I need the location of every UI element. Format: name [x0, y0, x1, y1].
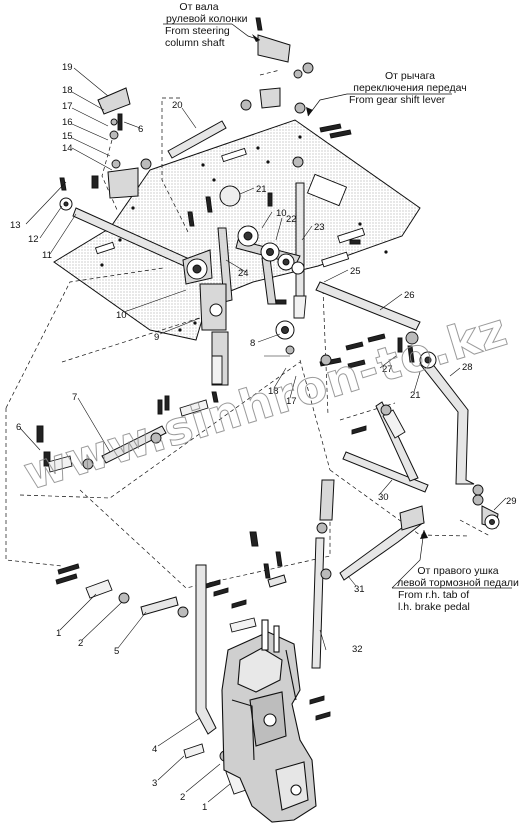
- callout-32: 32: [352, 644, 363, 655]
- steering-label-en-1: From steering: [165, 25, 230, 37]
- callout-29: 29: [506, 496, 517, 507]
- plate-slots: [94, 147, 366, 268]
- callout-13: 13: [10, 220, 21, 231]
- callout-31: 31: [354, 584, 365, 595]
- callout-2b: 2: [180, 792, 185, 803]
- gearshift-label: От рычага переключения передач: [348, 70, 472, 94]
- callout-21b: 21: [410, 390, 421, 401]
- callout-21a: 21: [256, 184, 267, 195]
- callout-20: 20: [172, 100, 183, 111]
- brake-label-ru-1: От правого ушка: [417, 565, 499, 577]
- callout-16: 16: [62, 117, 73, 128]
- callout-12: 12: [28, 234, 39, 245]
- callout-7: 7: [72, 392, 77, 403]
- callout-4: 4: [152, 744, 157, 755]
- callout-8: 8: [250, 338, 255, 349]
- gearshift-label-en: From gear shift lever: [349, 94, 446, 107]
- callout-26: 26: [404, 290, 415, 301]
- callout-leaders: [19, 67, 507, 803]
- gearbox-housing: [221, 619, 317, 823]
- callout-27: 27: [382, 364, 393, 375]
- dashed-guides: [5, 69, 491, 589]
- callout-1a: 1: [56, 628, 61, 639]
- callout-18b: 18: [268, 386, 279, 397]
- callout-30: 30: [378, 492, 389, 503]
- brake-label-ru-2: левой тормозной педали: [397, 576, 519, 589]
- callout-9: 9: [154, 332, 159, 343]
- callout-15: 15: [62, 131, 73, 142]
- gearshift-label-ru-1: От рычага: [384, 70, 436, 82]
- arrowheads: [252, 34, 428, 539]
- plate-holes: [100, 135, 388, 332]
- brake-label-en-2: l.h. brake pedal: [398, 600, 470, 613]
- callout-14: 14: [62, 143, 73, 154]
- callout-17b: 17: [286, 396, 297, 407]
- callout-6a: 6: [138, 124, 143, 135]
- callout-22: 22: [286, 214, 297, 225]
- callout-6b: 6: [16, 422, 21, 433]
- callout-18a: 18: [62, 85, 73, 96]
- callout-1b: 1: [202, 802, 207, 813]
- steering-label-en-2: column shaft: [165, 36, 225, 49]
- callout-24: 24: [238, 268, 249, 279]
- callout-5: 5: [114, 646, 119, 657]
- callout-numbers: 19 18 17 16 15 14 6 20 13 12 11 21 10 22…: [10, 62, 517, 813]
- steering-label-ru-2: рулевой колонки: [166, 12, 248, 25]
- callout-10b: 10: [116, 310, 127, 321]
- callout-2a: 2: [78, 638, 83, 649]
- steering-label: От вала рулевой колонки: [166, 1, 248, 25]
- brake-label-en: From r.h. tab of l.h. brake pedal: [398, 589, 470, 613]
- gearshift-label-ru-2: переключения передач: [353, 81, 467, 94]
- steering-label-en: From steering column shaft: [165, 25, 230, 49]
- callout-25: 25: [350, 266, 361, 277]
- callout-23: 23: [314, 222, 325, 233]
- bushings: [47, 62, 484, 795]
- callout-10a: 10: [276, 208, 287, 219]
- brake-label-en-1: From r.h. tab of: [398, 589, 470, 601]
- steering-label-ru-1: От вала: [179, 1, 219, 13]
- callout-17a: 17: [62, 101, 73, 112]
- callout-11: 11: [42, 250, 52, 261]
- gearshift-label-en-1: From gear shift lever: [349, 94, 446, 106]
- rods: [72, 120, 475, 735]
- callout-28: 28: [462, 362, 473, 373]
- callout-3: 3: [152, 778, 157, 789]
- bearing-rings: [59, 185, 500, 530]
- brake-label: От правого ушка левой тормозной педали: [396, 565, 520, 589]
- callout-19: 19: [62, 62, 73, 73]
